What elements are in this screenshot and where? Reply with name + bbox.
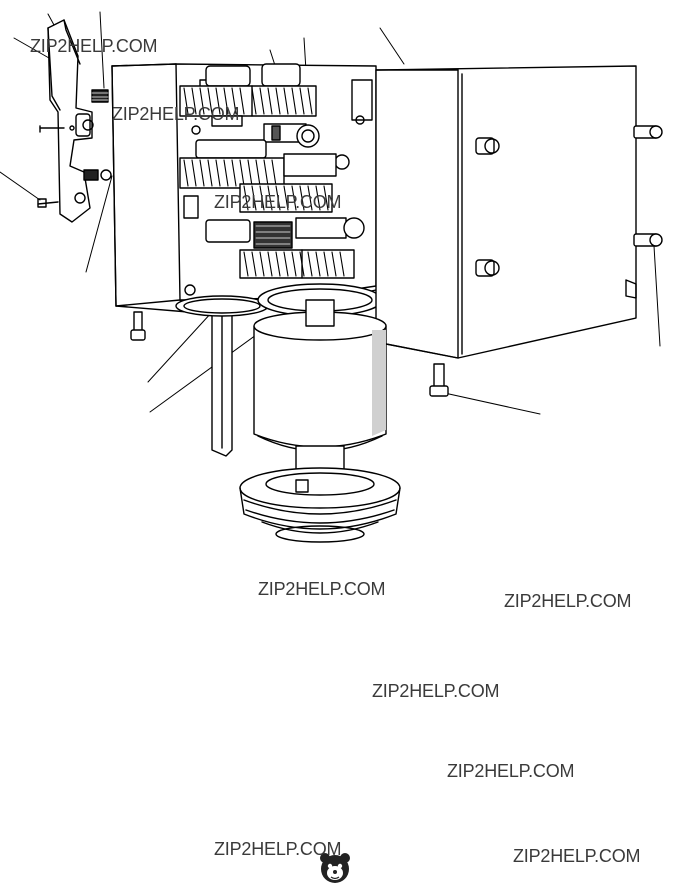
gearbox-cover [375,65,637,359]
watermark: ZIP2HELP.COM [214,192,342,212]
shift-fork-knob [263,123,350,170]
upper-gear-pair [179,63,317,127]
middle-gear-pair [179,139,337,213]
watermark: ZIP2HELP.COM [372,681,500,701]
watermark: ZIP2HELP.COM [504,591,632,611]
base-bolts [130,311,449,397]
motor [253,299,387,479]
clutch-and-lower-gears [205,217,365,279]
watermark: ZIP2HELP.COM [30,36,158,56]
watermark: ZIP2HELP.COM [447,761,575,781]
cover-screws [633,125,663,247]
output-shaft [175,295,269,457]
zip2help-mascot-icon [320,853,350,883]
spring-2 [83,169,112,181]
watermark: ZIP2HELP.COM [258,579,386,599]
base-flange [239,467,401,543]
watermark: ZIP2HELP.COM [513,846,641,866]
watermark: ZIP2HELP.COM [112,104,240,124]
watermark: ZIP2HELP.COM [214,839,342,859]
spring-1 [91,89,109,103]
shift-bracket [37,19,94,223]
